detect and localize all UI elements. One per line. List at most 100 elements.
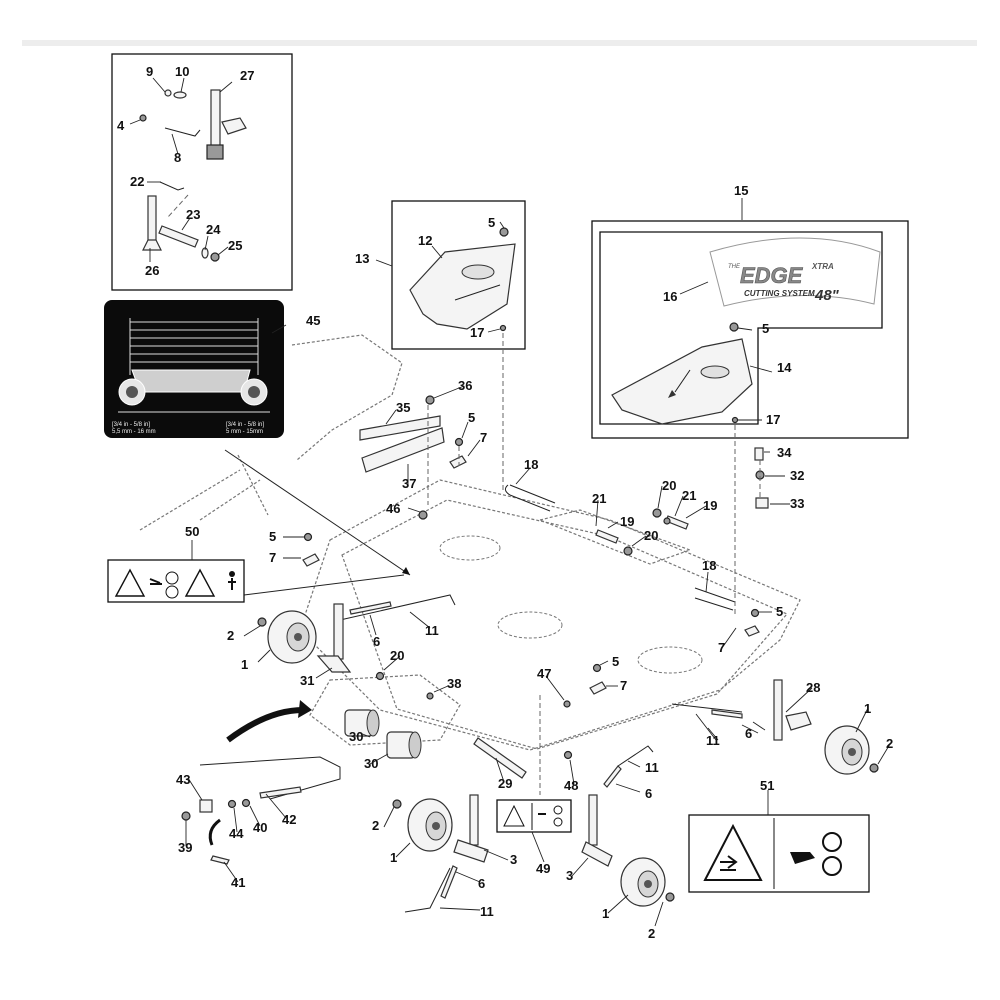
decal-50-frame	[107, 559, 245, 603]
callout-4: 4	[117, 118, 125, 133]
callout-6-c: 6	[478, 876, 485, 891]
callout-41: 41	[231, 875, 245, 890]
callout-26: 26	[145, 263, 159, 278]
decal-49-frame	[496, 799, 572, 833]
rod-11-c	[617, 745, 654, 767]
callout-24: 24	[206, 222, 221, 237]
pin-9	[164, 89, 172, 97]
callout-25: 25	[228, 238, 242, 253]
callout-13: 13	[355, 251, 369, 266]
inset-13-frame	[391, 200, 526, 350]
bolt-5-e	[303, 532, 313, 542]
clip-22	[159, 181, 185, 191]
callout-32: 32	[790, 468, 804, 483]
callout-30-b: 30	[364, 756, 378, 771]
arm-31	[333, 603, 344, 660]
callout-51: 51	[760, 778, 774, 793]
callout-7-c: 7	[718, 640, 725, 655]
callout-16: 16	[663, 289, 677, 304]
callout-11-c: 11	[480, 904, 494, 919]
shaft-foot	[142, 239, 162, 251]
wheel-1-c	[407, 798, 453, 852]
callout-48: 48	[564, 778, 578, 793]
spring-42	[259, 786, 302, 799]
u-bolt-18-b	[694, 587, 736, 611]
bolt-5-d	[750, 608, 760, 618]
callout-50: 50	[185, 524, 199, 539]
callout-6-a: 6	[373, 634, 380, 649]
caster-arms	[316, 603, 812, 867]
callout-18-b: 18	[702, 558, 716, 573]
callout-34: 34	[777, 445, 792, 460]
right-dimension-2: 5 mm - 15mm	[226, 429, 263, 435]
callout-21-a: 21	[682, 488, 696, 503]
callout-20-a: 20	[662, 478, 676, 493]
callout-36: 36	[458, 378, 472, 393]
callout-5-c: 5	[468, 410, 475, 425]
nut-2-b	[869, 763, 879, 773]
callout-43: 43	[176, 772, 190, 787]
inset-frame	[111, 53, 293, 291]
callout-30-a: 30	[349, 729, 363, 744]
bolt-4	[139, 114, 147, 122]
callout-9: 9	[146, 64, 153, 79]
bracket-37	[361, 427, 445, 473]
spring-6-a	[349, 601, 392, 615]
callout-17-a: 17	[470, 325, 484, 340]
nut-2-a	[257, 617, 267, 627]
callout-labels: 9 10 27 4 8 22 23 24 25 26 45 13 12 5 17…	[117, 64, 893, 941]
callout-38: 38	[447, 676, 461, 691]
arm-3-a-foot	[453, 839, 489, 863]
clip-7-d	[744, 625, 760, 637]
left-dimension-1: [3/4 in - 5/8 in]	[112, 422, 150, 428]
nut-25	[210, 252, 220, 262]
bolt-5-b	[729, 322, 739, 332]
callout-29: 29	[498, 776, 512, 791]
callout-1-d: 1	[602, 906, 609, 921]
rotating-blade-icon	[165, 571, 179, 585]
callout-6-b: 6	[745, 726, 752, 741]
arm-31-foot	[316, 655, 352, 673]
shaft-29	[473, 737, 527, 779]
warning-triangle-icon-3	[503, 804, 525, 827]
caster-spindle	[210, 89, 221, 149]
nut-40	[241, 798, 251, 808]
block-43	[199, 799, 213, 813]
nut-2-d	[665, 892, 675, 902]
warning-triangle-icon-2	[184, 568, 216, 597]
pin-17-a	[499, 324, 507, 332]
callout-8: 8	[174, 150, 181, 165]
rod-11-a	[339, 594, 456, 621]
callout-44: 44	[229, 826, 244, 841]
callout-40: 40	[253, 820, 267, 835]
right-dimension-1: [3/4 in - 5/8 in]	[226, 422, 264, 428]
callout-19-a: 19	[703, 498, 717, 513]
spindle-nut	[206, 144, 224, 160]
inset-guide	[167, 194, 189, 218]
callout-28: 28	[806, 680, 820, 695]
bolt-48	[563, 750, 573, 760]
hand-cut-icon-3	[720, 855, 738, 871]
lift-handle	[181, 700, 341, 865]
warning-triangle-icon	[114, 568, 146, 597]
callout-2-d: 2	[648, 926, 655, 941]
decal-51-frame	[688, 814, 870, 893]
rotating-blade-icon-3	[822, 832, 842, 852]
callout-11-b: 11	[706, 733, 720, 748]
bolt-5-c	[454, 437, 464, 447]
mower-deck	[139, 334, 801, 751]
safety-decal-50	[107, 559, 245, 603]
safety-decal-51	[688, 814, 870, 893]
spring-35	[359, 415, 441, 441]
nut-20-d	[375, 671, 385, 681]
height-rods	[339, 594, 743, 913]
decal-16-brand: EDGE	[740, 263, 804, 288]
callout-5-a: 5	[488, 215, 495, 230]
inset-15-inner	[599, 231, 883, 425]
person-icon	[229, 571, 235, 577]
axle-23	[158, 225, 199, 248]
pin-17-b	[731, 416, 739, 424]
warning-triangle-icon-4	[703, 823, 763, 881]
nut-20-b	[652, 508, 662, 518]
callout-49: 49	[536, 861, 550, 876]
